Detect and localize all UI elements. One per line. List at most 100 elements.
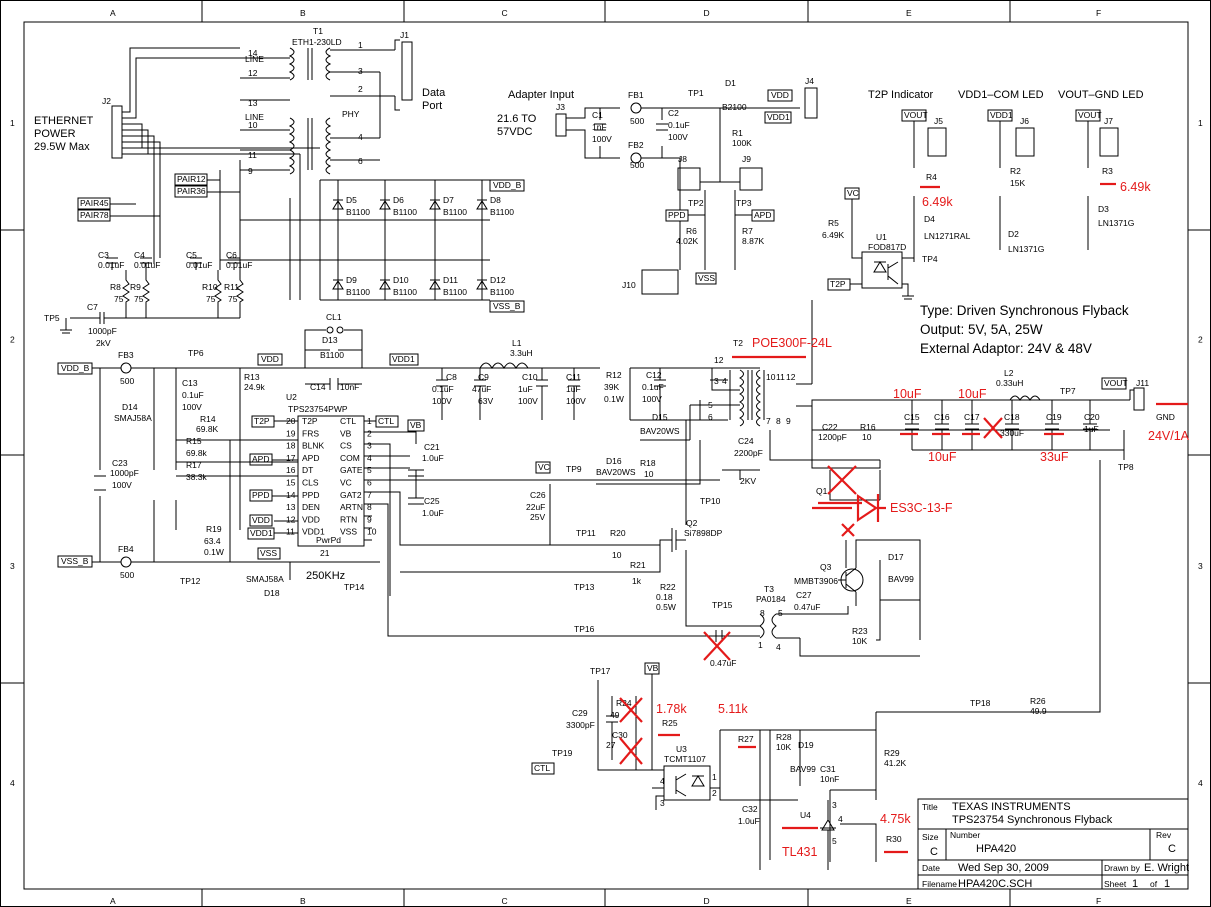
- row-label-2-left: 2: [10, 335, 15, 345]
- c27-ref: C27: [796, 590, 812, 600]
- r30-ref: R30: [886, 834, 902, 844]
- vdd1-flag-j4: VDD1: [767, 112, 790, 122]
- d4-val: LN1271RAL: [924, 231, 971, 241]
- output-note: Output: 5V, 5A, 25W: [920, 322, 1043, 337]
- column-label-b-top: B: [300, 8, 306, 18]
- u2-pin-num-4: 4: [367, 453, 372, 463]
- t1-pin-10: 10: [248, 120, 258, 130]
- d4-ref: D4: [924, 214, 935, 224]
- c4-ref: C4: [134, 250, 145, 260]
- vdd1-led-label: VDD1–COM LED: [958, 89, 1044, 101]
- u2-pin-name-apd: APD: [302, 453, 319, 463]
- d8-ref: D8: [490, 195, 501, 205]
- fb4-ref: FB4: [118, 544, 134, 554]
- diode-d10: [379, 279, 391, 290]
- u1-ref: U1: [876, 232, 887, 242]
- fb1: [630, 102, 642, 114]
- u3-pin-2: 2: [712, 788, 717, 798]
- d10-ref: D10: [393, 275, 409, 285]
- c26-ref: C26: [530, 490, 546, 500]
- r17-val: 38.3k: [186, 472, 208, 482]
- r23-ref: R23: [852, 626, 868, 636]
- vb-flag-u2: VB: [410, 420, 422, 430]
- l2-val: 0.33uH: [996, 378, 1023, 388]
- c13-val-2: 100V: [182, 402, 202, 412]
- q2-part: Si7898DP: [684, 528, 723, 538]
- fb4-val: 500: [120, 570, 134, 580]
- u2-pin-name-vdd: VDD: [302, 514, 320, 524]
- column-label-a-bottom: A: [110, 896, 116, 906]
- fb3-ref: FB3: [118, 350, 134, 360]
- u1-part: FOD817D: [868, 242, 906, 252]
- vc-flag-r5: VC: [847, 188, 859, 198]
- r19-val-2: 0.1W: [204, 547, 224, 557]
- vdd-flag-primary: VDD: [261, 354, 279, 364]
- t2-pin-10: 10: [766, 372, 776, 382]
- r18-val: 10: [644, 469, 654, 479]
- d1-val: B2100: [722, 102, 747, 112]
- c5-ref: C5: [186, 250, 197, 260]
- d7-ref: D7: [443, 195, 454, 205]
- j10-ref: J10: [622, 280, 636, 290]
- j4-ref: J4: [805, 76, 814, 86]
- c20-val: 1uF: [1084, 424, 1099, 434]
- tp4-label: TP4: [922, 254, 938, 264]
- d5-val: B1100: [346, 207, 370, 217]
- c14-val: 10nF: [340, 382, 359, 392]
- title-block: Title TEXAS INSTRUMENTS TPS23754 Synchro…: [917, 798, 1189, 890]
- c1-ref: C1: [592, 110, 603, 120]
- d18-ref: D18: [264, 588, 280, 598]
- q3-ref: Q3: [820, 562, 832, 572]
- vout-flag-j7: VOUT: [1078, 110, 1102, 120]
- c23-val-1: 1000pF: [110, 468, 139, 478]
- t1-pin-9: 9: [248, 166, 253, 176]
- r26-ref: R26: [1030, 696, 1046, 706]
- red-markup: POE300F-24L 6.49k 6.49k 10uF 10uF 10uF 3…: [619, 180, 1190, 859]
- u2-pin-name-ppd: PPD: [302, 490, 319, 500]
- t3-pin-4: 4: [776, 642, 781, 652]
- t2-pin-6: 6: [708, 412, 713, 422]
- column-label-a-top: A: [110, 8, 116, 18]
- r20-val: 10: [612, 550, 622, 560]
- tp9-label: TP9: [566, 464, 582, 474]
- ctl-flag-u2: CTL: [378, 416, 394, 426]
- markup-r3: 6.49k: [1120, 180, 1151, 194]
- c30-ref: C30: [612, 730, 628, 740]
- sheet-value: 1: [1132, 878, 1138, 890]
- t1-pin-6: 6: [358, 156, 363, 166]
- d11-ref: D11: [443, 275, 458, 285]
- d15-ref: D15: [652, 412, 668, 422]
- c13-val-1: 0.1uF: [182, 390, 204, 400]
- u2-pin-num-9: 9: [367, 514, 372, 524]
- diode-d9: [332, 279, 344, 290]
- cl1-ref: CL1: [326, 312, 342, 322]
- diode-d7: [429, 199, 441, 210]
- transformer-t1: T1 ETH1-230LD LINE LINE PHY 14 12 13 10 …: [240, 26, 400, 176]
- r22-ref: R22: [660, 582, 676, 592]
- tp8-label: TP8: [1118, 462, 1134, 472]
- c8-ref: C8: [446, 372, 457, 382]
- c11-val-2: 100V: [566, 396, 586, 406]
- c21-val: 1.0uF: [422, 453, 444, 463]
- u2-pin-num-19: 19: [286, 428, 296, 438]
- tp10-label: TP10: [700, 496, 721, 506]
- j7: [1099, 127, 1119, 157]
- u2-pin-name-rtn: RTN: [340, 514, 357, 524]
- t2-pin-5: 5: [708, 400, 713, 410]
- u1-opto: [861, 251, 903, 289]
- t2-pin-3: 3: [714, 376, 719, 386]
- c32-ref: C32: [742, 804, 758, 814]
- c3-ref: C3: [98, 250, 109, 260]
- of-value: 1: [1164, 878, 1170, 890]
- d14-val: SMAJ58A: [114, 413, 152, 423]
- fb4: [120, 556, 132, 568]
- size-value: C: [930, 846, 938, 858]
- fb2-ref: FB2: [628, 140, 644, 150]
- d12-val: B1100: [490, 287, 514, 297]
- c10-val-1: 1uF: [518, 384, 533, 394]
- d3-val: LN1371G: [1098, 218, 1134, 228]
- number-value: HPA420: [976, 843, 1016, 855]
- u3-pin-4: 4: [660, 776, 665, 786]
- gate-drive: Q3 MMBT3906 D17 BAV99 T3 PA0184 8 5 1 4 …: [688, 539, 921, 668]
- vc-flag-primary: VC: [538, 462, 550, 472]
